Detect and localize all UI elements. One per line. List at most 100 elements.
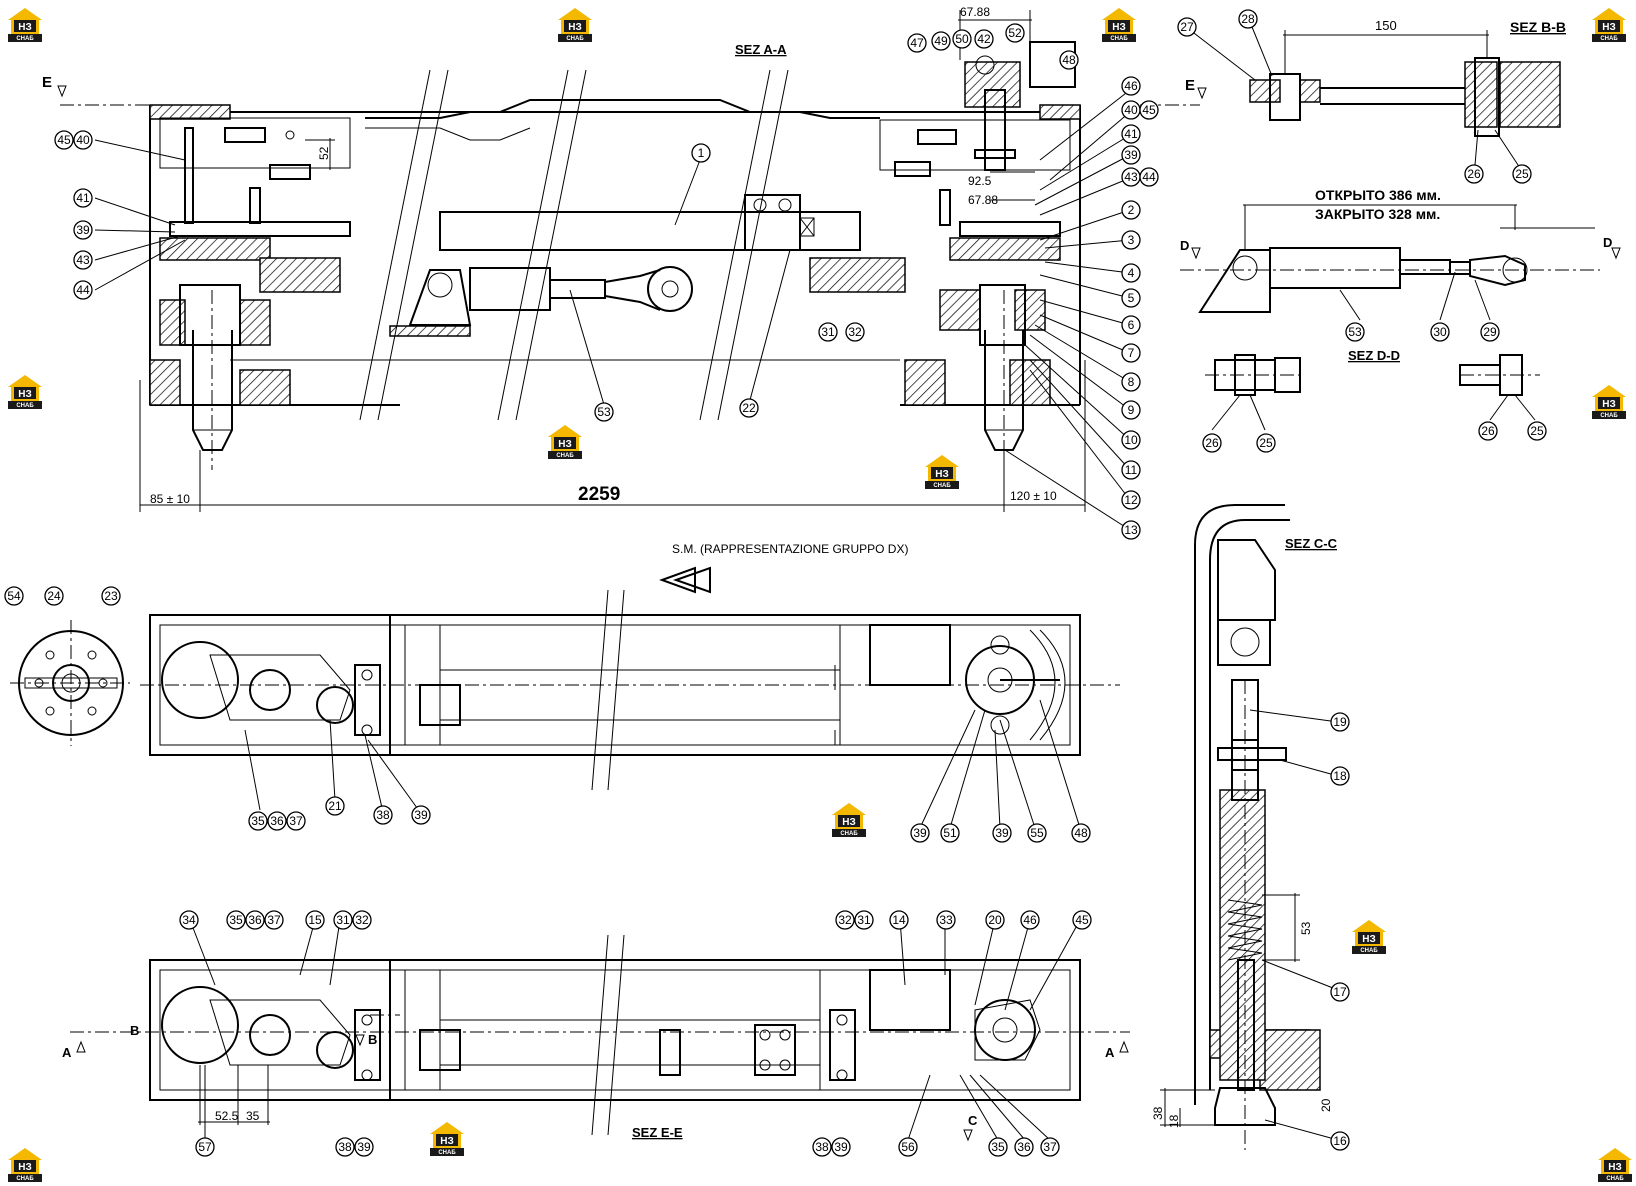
svg-text:43: 43 [76,253,90,267]
balloon: 35 [248,811,268,831]
svg-text:37: 37 [267,913,281,927]
note-sm: S.M. (RAPPRESENTAZIONE GRUPPO DX) [672,542,908,556]
svg-text:36: 36 [248,913,262,927]
svg-text:37: 37 [289,814,303,828]
watermark-logo: НЗ СНАБ [925,455,959,489]
svg-text:НЗ: НЗ [558,439,572,450]
svg-text:25: 25 [1515,167,1529,181]
watermark-logo: НЗ СНАБ [1352,920,1386,954]
balloon: 35 [226,910,246,930]
svg-text:СНАБ: СНАБ [1600,413,1618,419]
balloon: 43 [73,250,93,270]
balloon: 39 [831,1137,851,1157]
svg-text:3: 3 [1128,233,1135,247]
svg-text:39: 39 [834,1140,848,1154]
balloon: 53 [1345,322,1365,342]
balloon: 24 [44,586,64,606]
svg-text:СНАБ: СНАБ [16,1176,34,1182]
svg-text:42: 42 [977,32,991,46]
watermark-logo: НЗ СНАБ [1592,385,1626,419]
balloon: 52 [1005,23,1025,43]
svg-text:СНАБ: СНАБ [1110,36,1128,42]
balloon: 11 [1121,460,1141,480]
watermark-logo: НЗ СНАБ [8,1148,42,1182]
balloon: 36 [267,811,287,831]
balloon: 8 [1121,372,1141,392]
balloon: 7 [1121,343,1141,363]
balloon: 34 [179,910,199,930]
svg-text:5: 5 [1128,291,1135,305]
balloon: 37 [264,910,284,930]
balloon: 50 [952,29,972,49]
balloon: 19 [1330,712,1350,732]
balloon: 37 [286,811,306,831]
svg-text:НЗ: НЗ [18,1162,32,1173]
cut-a-right: A [1105,1045,1115,1060]
balloon: 47 [907,33,927,53]
balloon: 51 [940,823,960,843]
balloon: 41 [73,188,93,208]
balloon: 44 [1139,167,1159,187]
svg-text:32: 32 [838,913,852,927]
balloon: 4 [1121,263,1141,283]
watermark-logo: НЗ СНАБ [1102,8,1136,42]
svg-text:39: 39 [913,826,927,840]
svg-text:СНАБ: СНАБ [933,483,951,489]
svg-text:32: 32 [848,325,862,339]
balloon: 43 [1121,167,1141,187]
balloon: 55 [1027,823,1047,843]
svg-text:36: 36 [270,814,284,828]
svg-text:НЗ: НЗ [935,469,949,480]
balloon: 37 [1040,1137,1060,1157]
svg-text:14: 14 [892,913,906,927]
svg-text:57: 57 [198,1140,212,1154]
cut-d-left: D [1180,238,1189,253]
balloon: 9 [1121,400,1141,420]
svg-text:24: 24 [47,589,61,603]
balloon: 5 [1121,288,1141,308]
dim-120: 120 ± 10 [1010,489,1057,503]
balloon: 36 [245,910,265,930]
balloon: 17 [1330,982,1350,1002]
dim-18: 18 [1167,1114,1181,1128]
svg-text:39: 39 [76,223,90,237]
flange-view [10,620,130,746]
balloon: 28 [1238,9,1258,29]
balloon: 45 [1139,100,1159,120]
svg-text:38: 38 [338,1140,352,1154]
section-cc-view [1160,504,1321,1150]
svg-text:25: 25 [1259,436,1273,450]
cut-e-right: E [1185,77,1195,94]
balloon: 14 [889,910,909,930]
balloon: 31 [854,910,874,930]
svg-text:СНАБ: СНАБ [556,453,574,459]
svg-text:СНАБ: СНАБ [16,36,34,42]
balloon: 41 [1121,124,1141,144]
section-dd-title: SEZ D-D [1348,348,1400,363]
svg-text:8: 8 [1128,375,1135,389]
svg-text:СНАБ: СНАБ [1360,948,1378,954]
balloon: 6 [1121,315,1141,335]
dim-38: 38 [1151,1106,1165,1120]
balloon: 39 [73,220,93,240]
svg-text:48: 48 [1074,826,1088,840]
balloon: 22 [739,398,759,418]
svg-text:1: 1 [698,146,705,160]
svg-text:23: 23 [104,589,118,603]
svg-text:39: 39 [1124,148,1138,162]
svg-text:9: 9 [1128,403,1135,417]
dim-52: 52 [317,146,331,160]
svg-text:44: 44 [1142,170,1156,184]
svg-text:54: 54 [7,589,21,603]
svg-text:НЗ: НЗ [1602,22,1616,33]
svg-text:11: 11 [1125,463,1138,477]
note-closed: ЗАКРЫТО 328 мм. [1315,206,1440,222]
svg-text:НЗ: НЗ [18,22,32,33]
svg-text:34: 34 [182,913,196,927]
svg-text:22: 22 [742,401,756,415]
watermark-logo: НЗ СНАБ [1592,8,1626,42]
svg-text:51: 51 [943,826,957,840]
svg-text:30: 30 [1433,325,1447,339]
svg-text:25: 25 [1530,424,1544,438]
svg-text:НЗ: НЗ [842,817,856,828]
